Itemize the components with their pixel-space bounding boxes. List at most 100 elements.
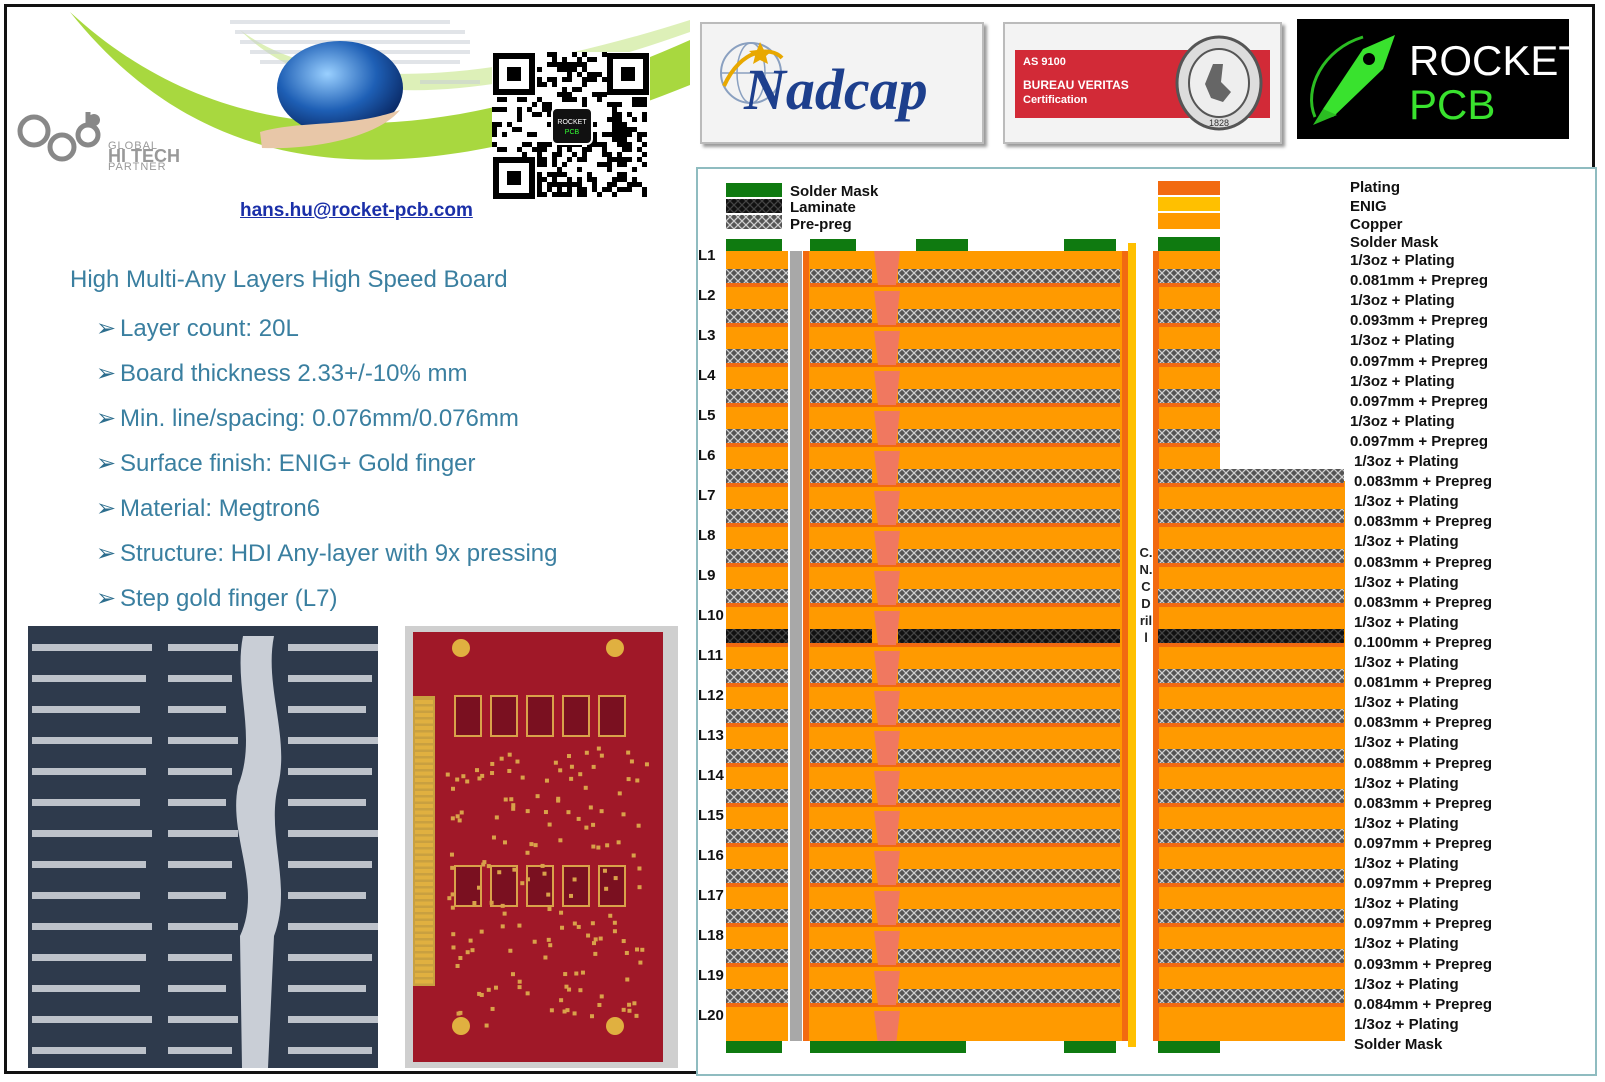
plating-line bbox=[1158, 443, 1220, 447]
dielectric-layer bbox=[1158, 789, 1344, 803]
plating-line bbox=[726, 843, 788, 847]
stackup-spec-label: 1/3oz + Plating bbox=[1354, 895, 1459, 913]
layer-label: L19 bbox=[698, 967, 724, 984]
svg-text:PCB: PCB bbox=[565, 129, 580, 136]
arrow-bullet-icon: ➢ bbox=[96, 360, 117, 387]
stackup-spec-label: 1/3oz + Plating bbox=[1354, 694, 1459, 712]
arrow-bullet-icon: ➢ bbox=[96, 495, 117, 522]
dielectric-layer bbox=[726, 669, 788, 683]
layer-label: L15 bbox=[698, 807, 724, 824]
stackup-spec-label: 0.093mm + Prepreg bbox=[1350, 312, 1488, 330]
plating-line bbox=[726, 723, 788, 727]
plating-line bbox=[1158, 683, 1344, 687]
solder-mask-pad bbox=[810, 239, 856, 251]
solder-mask-pad bbox=[1158, 239, 1220, 251]
layer-label: L12 bbox=[698, 687, 724, 704]
dielectric-layer bbox=[1158, 469, 1344, 483]
plating-line bbox=[726, 323, 788, 327]
stackup-spec-label: 0.088mm + Prepreg bbox=[1354, 754, 1492, 772]
dielectric-layer bbox=[810, 909, 872, 923]
spec-item: ➢Surface finish: ENIG+ Gold finger bbox=[96, 447, 558, 492]
plating-line bbox=[810, 723, 1120, 727]
dielectric-layer bbox=[898, 909, 1120, 923]
layer-label: L17 bbox=[698, 887, 724, 904]
spec-item: ➢Layer count: 20L bbox=[96, 312, 558, 357]
dielectric-layer bbox=[898, 589, 1120, 603]
solder-mask-pad bbox=[726, 239, 782, 251]
through-hole-barrel bbox=[790, 251, 802, 1041]
dielectric-layer bbox=[726, 829, 788, 843]
stackup-spec-label: 1/3oz + Plating bbox=[1354, 774, 1459, 792]
legend-swatch-enig bbox=[1158, 197, 1220, 211]
dielectric-layer bbox=[726, 749, 788, 763]
dielectric-layer bbox=[898, 829, 1120, 843]
arrow-bullet-icon: ➢ bbox=[96, 585, 117, 612]
stackup-spec-label: 0.083mm + Prepreg bbox=[1354, 473, 1492, 491]
stackup-spec-label: 0.083mm + Prepreg bbox=[1354, 593, 1492, 611]
plating-line bbox=[810, 563, 1120, 567]
stacked-microvia bbox=[874, 251, 900, 285]
plating-line bbox=[810, 1003, 1120, 1007]
dielectric-layer bbox=[1158, 549, 1344, 563]
stacked-microvia bbox=[874, 491, 900, 525]
layer-label: L7 bbox=[698, 487, 716, 504]
layer-label: L5 bbox=[698, 407, 716, 424]
stackup-spec-label: 0.083mm + Prepreg bbox=[1354, 553, 1492, 571]
solder-mask-pad bbox=[1064, 239, 1116, 251]
layer-label: L6 bbox=[698, 447, 716, 464]
plating-line bbox=[810, 963, 1120, 967]
stackup-spec-label: 0.081mm + Prepreg bbox=[1350, 272, 1488, 290]
stacked-microvia bbox=[874, 451, 900, 485]
stackup-spec-label: 0.083mm + Prepreg bbox=[1354, 513, 1492, 531]
plating-line bbox=[810, 483, 1120, 487]
stackup-spec-label: 1/3oz + Plating bbox=[1350, 412, 1455, 430]
layer-label: L8 bbox=[698, 527, 716, 544]
stackup-graphic bbox=[726, 181, 1345, 1053]
dielectric-layer bbox=[1158, 989, 1344, 1003]
arrow-bullet-icon: ➢ bbox=[96, 315, 117, 342]
layer-label: L20 bbox=[698, 1007, 724, 1024]
arrow-bullet-icon: ➢ bbox=[96, 540, 117, 567]
plating-line bbox=[726, 1003, 788, 1007]
dielectric-layer bbox=[898, 549, 1120, 563]
stackup-spec-label: 0.097mm + Prepreg bbox=[1354, 834, 1492, 852]
bv-name: BUREAU VERITAS bbox=[1023, 78, 1129, 92]
plating-line bbox=[1158, 563, 1344, 567]
plating-line bbox=[726, 683, 788, 687]
legend-copper: Copper bbox=[1350, 216, 1403, 233]
dielectric-layer bbox=[898, 509, 1120, 523]
contact-email-link[interactable]: hans.hu@rocket-pcb.com bbox=[240, 200, 473, 221]
stacked-microvia bbox=[874, 1011, 900, 1045]
stackup-spec-label: 1/3oz + Plating bbox=[1354, 573, 1459, 591]
plating-line bbox=[810, 403, 1120, 407]
stackup-spec-label: 1/3oz + Plating bbox=[1354, 493, 1459, 511]
stackup-spec-label: 0.083mm + Prepreg bbox=[1354, 714, 1492, 732]
plating-wall bbox=[803, 251, 809, 1041]
plating-line bbox=[1158, 323, 1220, 327]
dielectric-layer bbox=[726, 469, 788, 483]
dielectric-layer bbox=[1158, 949, 1344, 963]
stacked-microvia bbox=[874, 571, 900, 605]
plating-line bbox=[1158, 763, 1344, 767]
dielectric-layer bbox=[726, 589, 788, 603]
spec-item: ➢Material: Megtron6 bbox=[96, 492, 558, 537]
plating-line bbox=[810, 643, 1120, 647]
stacked-microvia bbox=[874, 811, 900, 845]
plating-line bbox=[1158, 483, 1344, 487]
stacked-microvia bbox=[874, 411, 900, 445]
plating-line bbox=[1158, 283, 1220, 287]
plating-line bbox=[810, 883, 1120, 887]
legend-laminate: Laminate bbox=[790, 199, 856, 216]
dielectric-layer bbox=[810, 749, 872, 763]
plating-line bbox=[726, 883, 788, 887]
dielectric-layer bbox=[726, 949, 788, 963]
plating-line bbox=[726, 403, 788, 407]
dielectric-layer bbox=[1158, 309, 1220, 323]
dielectric-layer bbox=[1158, 509, 1344, 523]
stackup-spec-label: 1/3oz + Plating bbox=[1354, 734, 1459, 752]
solder-mask-pad bbox=[916, 239, 968, 251]
layer-label: L13 bbox=[698, 727, 724, 744]
qr-code[interactable]: ROCKET PCB bbox=[492, 52, 650, 200]
plating-line bbox=[810, 363, 1120, 367]
dielectric-layer bbox=[898, 669, 1120, 683]
